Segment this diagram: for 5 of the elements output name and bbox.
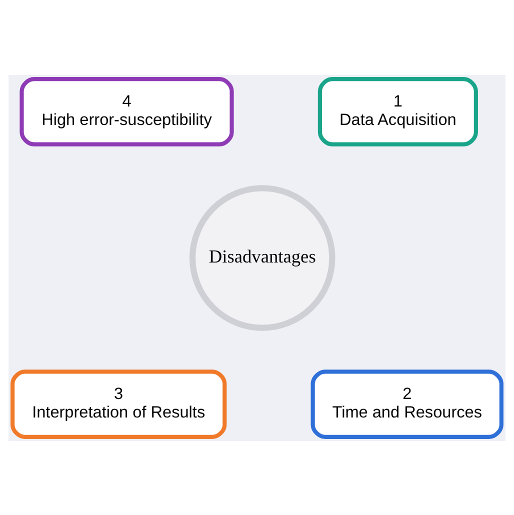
node-box: 2 Time and Resources	[310, 369, 504, 438]
node-box: 1 Data Acquisition	[318, 76, 478, 146]
node-circle: Disadvantages	[189, 184, 336, 330]
node-box: 4 High error-susceptibility	[20, 76, 234, 146]
node-box: 3 Interpretation of Results	[10, 369, 227, 438]
